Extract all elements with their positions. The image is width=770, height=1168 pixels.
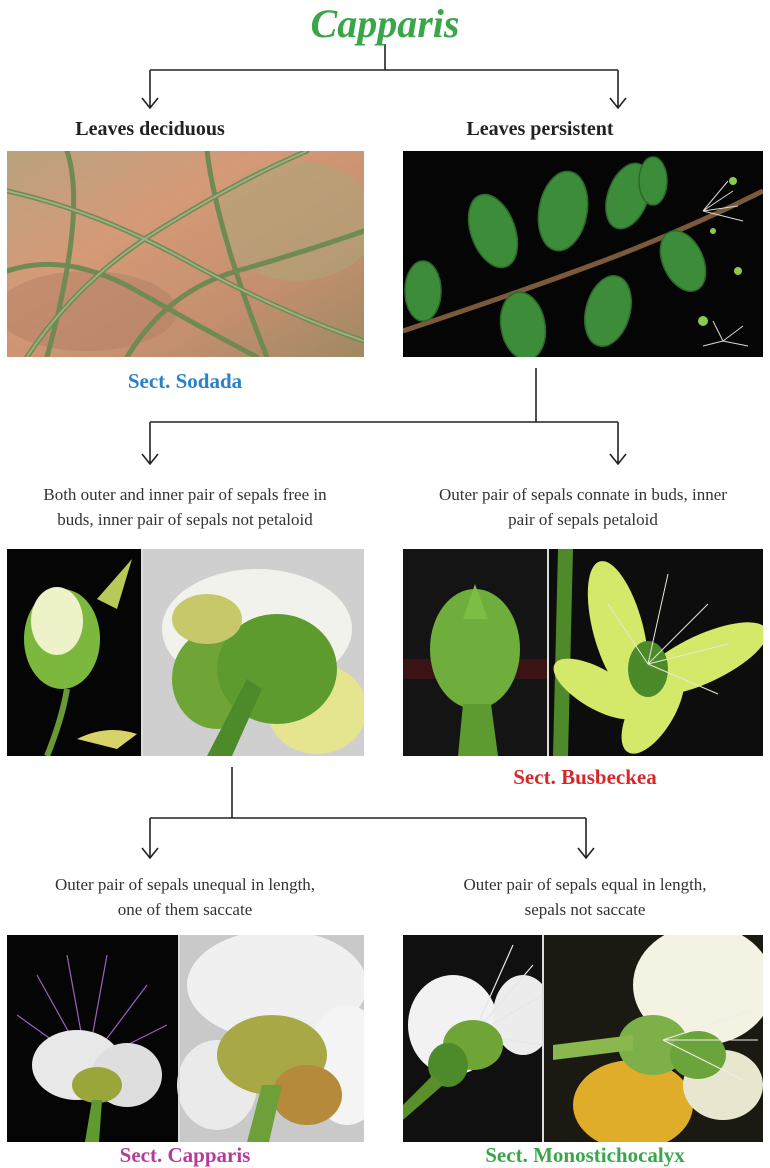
flower-photo [7, 935, 364, 1142]
section-monostichocalyx-label: Sect. Monostichocalyx [430, 1143, 740, 1168]
bud-and-flower-photo [7, 549, 364, 756]
criterion-line: pair of sepals petaloid [396, 507, 770, 532]
genus-title: Capparis [0, 0, 770, 50]
label-leaves-deciduous: Leaves deciduous [30, 118, 270, 141]
criterion-line: Outer pair of sepals unequal in length, [10, 872, 360, 897]
criterion-sepals-connate: Outer pair of sepals connate in buds, in… [396, 482, 770, 532]
criterion-sepals-unequal: Outer pair of sepals unequal in length, … [10, 872, 360, 922]
photo-divider [178, 935, 180, 1142]
criterion-line: buds, inner pair of sepals not petaloid [0, 507, 370, 532]
label-leaves-persistent: Leaves persistent [420, 118, 660, 141]
section-sodada-label: Sect. Sodada [80, 369, 290, 394]
criterion-line: sepals not saccate [400, 897, 770, 922]
section-busbeckea-label: Sect. Busbeckea [470, 765, 700, 790]
photo-divider [542, 935, 544, 1142]
criterion-sepals-free: Both outer and inner pair of sepals free… [0, 482, 370, 532]
criterion-line: Outer pair of sepals connate in buds, in… [396, 482, 770, 507]
criterion-line: one of them saccate [10, 897, 360, 922]
flower-photo [403, 935, 763, 1142]
photo-divider [141, 549, 143, 756]
photo-divider [547, 549, 549, 756]
criterion-line: Outer pair of sepals equal in length, [400, 872, 770, 897]
criterion-sepals-equal: Outer pair of sepals equal in length, se… [400, 872, 770, 922]
criterion-line: Both outer and inner pair of sepals free… [0, 482, 370, 507]
leafy-branch-photo [403, 151, 763, 357]
bud-and-flower-photo [403, 549, 763, 756]
section-capparis-label: Sect. Capparis [70, 1143, 300, 1168]
thorny-branches-photo [7, 151, 364, 357]
